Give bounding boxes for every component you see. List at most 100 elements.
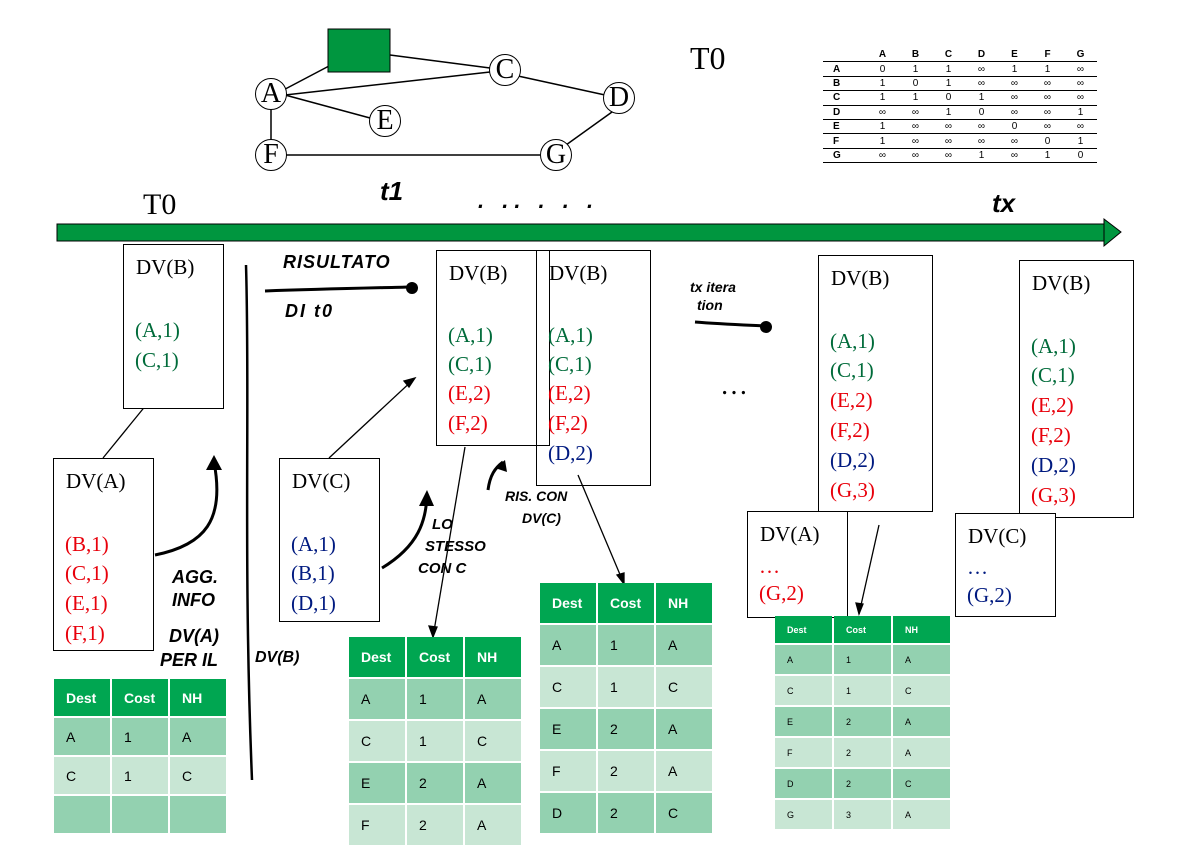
rt-cost: 1 xyxy=(834,676,891,705)
matrix-header: C xyxy=(932,48,965,63)
matrix-cell: ∞ xyxy=(1031,105,1064,120)
dv-title: DV(A) xyxy=(66,469,126,493)
matrix-header: F xyxy=(1031,48,1064,63)
matrix-cell: 1 xyxy=(866,133,899,149)
rt-cost: 2 xyxy=(834,707,891,736)
dv-entry: (F,2) xyxy=(448,411,488,435)
rt-cost: 1 xyxy=(407,721,463,761)
rt-cost: 2 xyxy=(834,738,891,767)
note-agg-1: AGG. xyxy=(172,567,219,587)
router-b-node xyxy=(327,28,391,73)
dv-entry: (E,2) xyxy=(1031,393,1074,417)
node-g: G xyxy=(540,139,572,171)
rt-header: Dest xyxy=(540,583,596,623)
matrix-cell: ∞ xyxy=(998,90,1031,106)
rt-header: Cost xyxy=(598,583,654,623)
timeline-t0-label: T0 xyxy=(143,188,177,221)
matrix-cell: 1 xyxy=(1064,105,1097,120)
rt-nh: C xyxy=(893,676,950,705)
rt-nh: A xyxy=(893,800,950,829)
matrix-cell: ∞ xyxy=(899,148,932,164)
rt-cost: 1 xyxy=(112,757,168,794)
table-row xyxy=(54,796,226,833)
note-ris-con-2: DV(C) xyxy=(522,510,561,526)
rt-nh: C xyxy=(893,769,950,798)
dv-entry: (C,1) xyxy=(830,358,874,382)
matrix-cell: 0 xyxy=(866,61,899,77)
dv-entry: (C,1) xyxy=(135,348,179,372)
matrix-cell: ∞ xyxy=(965,133,998,149)
matrix-cell: 0 xyxy=(998,119,1031,135)
rt-nh: A xyxy=(170,718,226,755)
dv-b-after-a: DV(B) (A,1) (C,1) (E,2) (F,2) xyxy=(436,250,550,446)
rt-dest: E xyxy=(540,709,596,749)
matrix-cell: 1 xyxy=(866,119,899,135)
dv-entry: (G,3) xyxy=(1031,483,1076,507)
edge-d-g xyxy=(565,111,613,146)
dv-entry: (A,1) xyxy=(291,532,336,556)
dv-title: DV(B) xyxy=(136,255,195,279)
dv-entry: (C,1) xyxy=(65,561,109,585)
matrix-cell: 1 xyxy=(899,61,932,77)
matrix-cell: 0 xyxy=(1031,133,1064,149)
note-lo-stesso-1: LO xyxy=(432,516,453,533)
dv-c-tx: DV(C) … (G,2) xyxy=(955,513,1056,617)
rt-cost xyxy=(112,796,168,833)
note-agg-2: INFO xyxy=(172,590,215,610)
rt-cost: 2 xyxy=(834,769,891,798)
matrix-cell: ∞ xyxy=(1064,90,1097,106)
rt-cost: 2 xyxy=(598,793,654,833)
rt-dest: G xyxy=(775,800,832,829)
arrow-b4-to-table xyxy=(858,524,880,615)
rt-header: Dest xyxy=(54,679,110,716)
matrix-header: B xyxy=(899,48,932,63)
timeline-dots: . .. . . . xyxy=(478,188,600,213)
arrow-c-to-b2 xyxy=(328,377,416,459)
dv-b-initial: DV(B) (A,1) (C,1) xyxy=(123,244,224,409)
dv-b-tx: DV(B) (A,1) (C,1) (E,2) (F,2) (D,2) (G,3… xyxy=(818,255,933,512)
matrix-row-header: B xyxy=(823,76,866,92)
timeline-arrowhead xyxy=(1103,217,1122,248)
rt-nh: A xyxy=(465,763,521,803)
note-lo-stesso-3: CON C xyxy=(418,560,467,577)
rt-nh: A xyxy=(465,679,521,719)
dv-entry: (E,2) xyxy=(448,381,491,405)
note-tx-iteration-2: tion xyxy=(697,297,723,313)
rt-cost: 3 xyxy=(834,800,891,829)
matrix-cell: ∞ xyxy=(1064,61,1097,77)
note-risultato: RISULTATO xyxy=(283,252,391,272)
matrix-cell: ∞ xyxy=(1064,76,1097,92)
matrix-cell: 1 xyxy=(866,90,899,106)
dv-title: DV(A) xyxy=(760,522,820,546)
rt-nh: A xyxy=(893,645,950,674)
matrix-cell: ∞ xyxy=(998,105,1031,120)
title-t0-top: T0 xyxy=(690,40,726,76)
matrix-cell: ∞ xyxy=(998,148,1031,164)
matrix-header xyxy=(823,48,866,63)
rt-header: NH xyxy=(465,637,521,677)
rt-cost: 1 xyxy=(407,679,463,719)
rt-dest: E xyxy=(775,707,832,736)
matrix-cell: 0 xyxy=(965,105,998,120)
rt-nh: A xyxy=(656,751,712,791)
rt-cost: 2 xyxy=(598,751,654,791)
rt-header: Cost xyxy=(407,637,463,677)
dv-entry: … xyxy=(967,555,988,579)
matrix-cell: ∞ xyxy=(965,76,998,92)
rt-nh: A xyxy=(465,805,521,845)
rt-nh: A xyxy=(893,707,950,736)
matrix-cell: ∞ xyxy=(899,105,932,120)
matrix-header: D xyxy=(965,48,998,63)
separator-line xyxy=(244,264,254,781)
rt-cost: 1 xyxy=(834,645,891,674)
